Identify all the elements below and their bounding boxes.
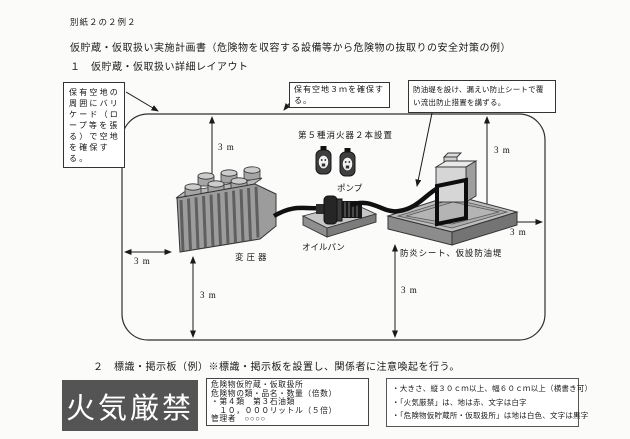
tank-graphic — [434, 152, 478, 203]
board-line: 管理者 ○○○○ — [211, 414, 266, 424]
open-area-boundary — [121, 113, 546, 341]
board-line: 危険物の類・品名・数量（倍数） — [211, 388, 337, 398]
page-title: 仮貯蔵・仮取扱い実施計画書（危険物を収容する設備等から危険物の抜取りの安全対策の… — [70, 43, 511, 54]
drum-stand-frame — [435, 177, 468, 227]
notes-line: ・「火気厳禁」は、地は赤、文字は白字 — [392, 397, 527, 407]
transformer-label: 変圧器 — [235, 252, 270, 262]
dimension-label-left: 3 m — [134, 256, 151, 266]
section1-heading: １ 仮貯蔵・仮取扱い詳細レイアウト — [70, 62, 249, 73]
section2-heading: ２ 標識・掲示板（例）※標識・掲示板を設置し、関係者に注意喚起を行う。 — [93, 362, 460, 373]
dimension-label-bottom-right: 3 m — [401, 285, 418, 295]
notes-line: ・「危険物仮貯蔵所・仮取扱所」は地は白色、文字は黒字 — [392, 411, 589, 420]
board-line: １０，０００リットル（５倍） — [211, 405, 337, 415]
pump-label: ポンプ — [337, 183, 363, 193]
dimension-label-bottom-left: 3 m — [200, 290, 217, 300]
board-line: 危険物仮貯蔵・仮取扱所 — [211, 380, 304, 389]
extinguisher-icon — [315, 146, 332, 175]
dimension-label-right: 3 m — [510, 227, 527, 237]
notes-line: ・大きさ、縦３０ｃｍ以上、幅６０ｃｍ以上（横書き可） — [392, 384, 593, 393]
callout-barricade: 保有空地の周囲にバリケード（ロープ等を張る）で空地を確保する。 — [63, 82, 125, 168]
transformer-graphic — [175, 166, 277, 253]
dike-graphic — [386, 194, 519, 246]
callout-dike: 防油堤を設け、漏えい防止シートで覆い流出防止措置を講ずる。 — [408, 80, 556, 113]
oil-pan-label: オイルパン — [302, 242, 345, 252]
board-line: ・第４類 第３石油類 — [211, 397, 295, 407]
dimension-label-top-left: 3 m — [218, 142, 235, 152]
no-fire-sign: 火気厳禁 — [62, 380, 198, 431]
extinguisher-icon — [339, 148, 356, 177]
hazmat-notice-board: 危険物仮貯蔵・仮取扱所 危険物の類・品名・数量（倍数） ・第４類 第３石油類 １… — [206, 378, 369, 426]
dike-label: 防炎シート、仮設防油堤 — [400, 248, 503, 258]
callout-clearance: 保有空地３ｍを確保する。 — [289, 82, 390, 108]
hose-right — [350, 186, 440, 214]
extinguisher-note-label: 第５種消火器２本設置 — [298, 130, 394, 140]
dimension-label-top-right: 3 m — [494, 145, 511, 155]
sign-spec-notes: ・大きさ、縦３０ｃｍ以上、幅６０ｃｍ以上（横書き可） ・「火気厳禁」は、地は赤、… — [386, 378, 593, 427]
attachment-label: 別紙２の２例２ — [70, 17, 137, 27]
